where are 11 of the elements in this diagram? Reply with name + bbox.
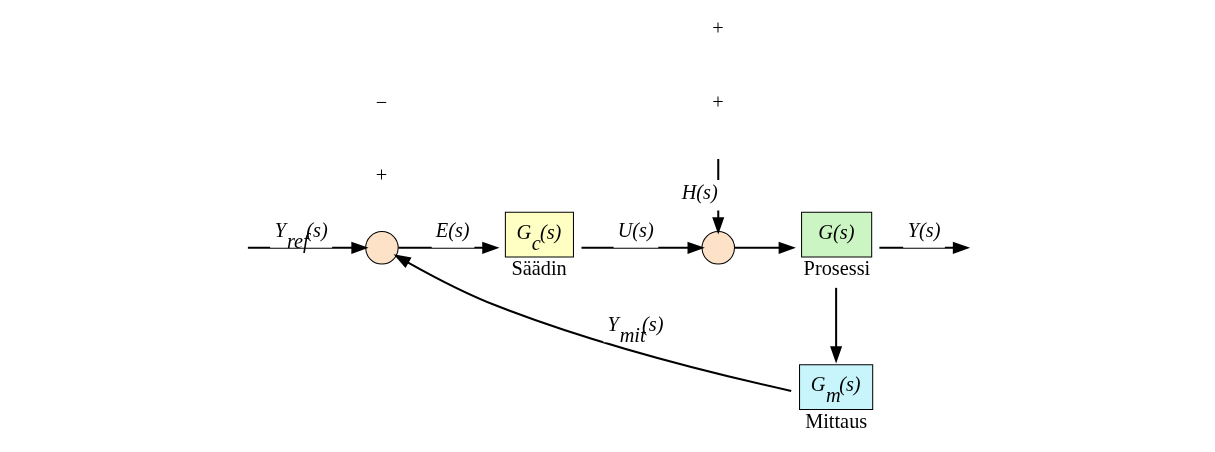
node-label: Säädin: [511, 257, 567, 280]
edge-label: U(s): [617, 218, 654, 241]
edge-label: H(s): [681, 181, 718, 204]
label: +: [375, 163, 388, 186]
label: −: [375, 90, 388, 113]
node-label: Mittaus: [805, 409, 868, 432]
label: +: [712, 90, 724, 113]
node-label: Prosessi: [803, 257, 871, 280]
edge-label: Y(s): [907, 218, 941, 241]
edge-label: E(s): [435, 218, 470, 241]
label: +: [712, 17, 724, 40]
